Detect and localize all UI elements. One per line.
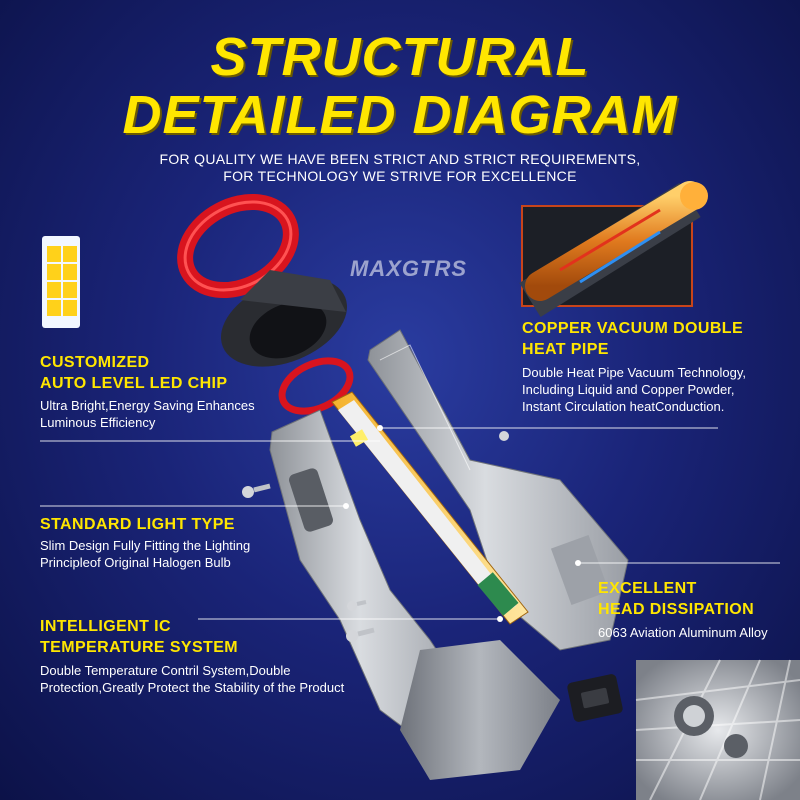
ic-desc-2: Protection,Greatly Protect the Stability… [40,680,345,695]
light-type-heading: STANDARD LIGHT TYPE [40,516,235,533]
title-line-2: DETAILED DIAGRAM [122,85,678,145]
feature-light-type: STANDARD LIGHT TYPE Slim Design Fully Fi… [40,514,250,571]
ic-desc-1: Double Temperature Contril System,Double [40,663,291,678]
led-chip-desc-1: Ultra Bright,Energy Saving Enhances [40,398,255,413]
ic-heading-1: INTELLIGENT IC [40,618,171,635]
light-type-desc-2: Principleof Original Halogen Bulb [40,555,231,570]
dissipation-desc-1: 6063 Aviation Aluminum Alloy [598,625,768,640]
red-ring-large [177,193,299,299]
heat-pipe-desc-1: Double Heat Pipe Vacuum Technology, [522,365,747,380]
heatsink-housing-left [269,409,560,780]
feature-led-chip: CUSTOMIZED AUTO LEVEL LED CHIP Ultra Bri… [40,352,255,431]
heat-pipe-desc-3: Instant Circulation heatConduction. [522,399,725,414]
heat-pipe-heading-2: HEAT PIPE [522,341,609,358]
subtitle-line-1: FOR QUALITY WE HAVE BEEN STRICT AND STRI… [159,151,641,167]
red-ring-small [278,357,354,415]
dissipation-heading-2: HEAD DISSIPATION [598,601,755,618]
led-chip-heading-2: AUTO LEVEL LED CHIP [40,375,228,392]
heat-pipe-inset [519,181,708,317]
feature-heat-pipe: COPPER VACUUM DOUBLE HEAT PIPE Double He… [522,318,746,415]
led-chip-icon [42,236,80,328]
heatsink-housing-right [367,329,629,651]
ic-connector [567,674,623,722]
heat-pipe-desc-2: Including Liquid and Copper Powder, [522,382,735,397]
heatsink-fins-closeup [635,659,800,800]
black-base [220,270,348,367]
feature-ic: INTELLIGENT IC TEMPERATURE SYSTEM Double… [40,616,344,696]
subtitle-line-2: FOR TECHNOLOGY WE STRIVE FOR EXCELLENCE [223,168,577,184]
screw-icon [242,431,509,642]
ic-heading-2: TEMPERATURE SYSTEM [40,639,239,656]
brand-watermark: MAXGTRS [350,256,467,281]
light-type-desc-1: Slim Design Fully Fitting the Lighting [40,538,251,553]
heat-pipe-heading-1: COPPER VACUUM DOUBLE [522,320,744,337]
led-chip-heading-1: CUSTOMIZED [40,354,150,371]
dissipation-heading-1: EXCELLENT [598,580,697,597]
led-board [331,391,529,625]
feature-dissipation: EXCELLENT HEAD DISSIPATION 6063 Aviation… [598,578,768,641]
led-chip-desc-2: Luminous Efficiency [40,415,156,430]
title-line-1: STRUCTURAL [210,27,590,87]
